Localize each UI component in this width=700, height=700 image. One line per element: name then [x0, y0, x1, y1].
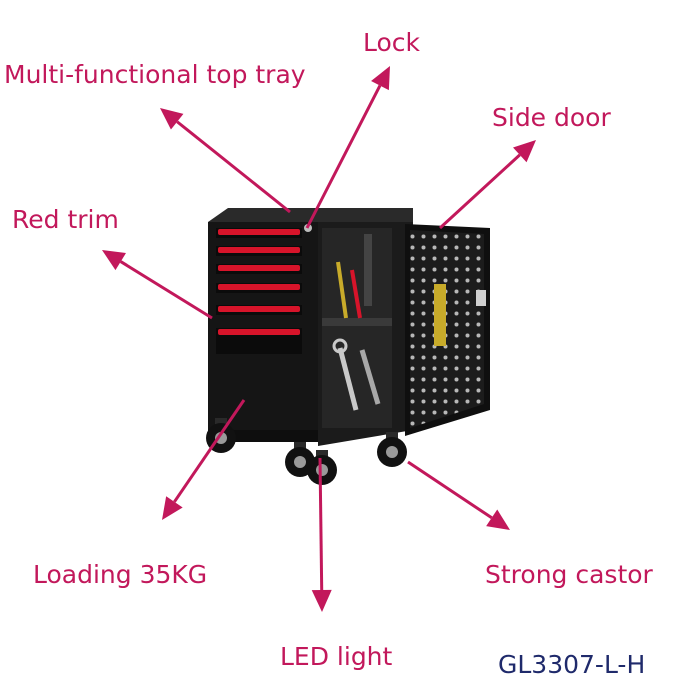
drawer-stack	[216, 228, 302, 354]
drawer-red-trim	[218, 329, 300, 335]
side-door	[405, 224, 490, 436]
drawer-red-trim	[218, 306, 300, 312]
drawer-red-trim	[218, 265, 300, 271]
arrow-side-door	[438, 140, 536, 230]
callout-top-tray: Multi-functional top tray	[4, 60, 306, 89]
arrow-strong-castor	[407, 460, 510, 530]
callout-strong-castor: Strong castor	[485, 560, 653, 589]
drawer-red-trim	[218, 247, 300, 253]
arrow-lock	[305, 66, 390, 229]
cabinet-interior	[322, 228, 392, 428]
drawer-red-trim	[218, 284, 300, 290]
arrow-top-tray	[160, 108, 291, 214]
arrow-led-light	[311, 457, 332, 612]
hand-tools	[332, 261, 381, 411]
drawer-red-trim	[218, 229, 300, 235]
callout-side-door: Side door	[492, 103, 611, 132]
callout-red-trim: Red trim	[12, 205, 119, 234]
callout-lock: Lock	[363, 28, 421, 57]
callout-arrows	[102, 66, 536, 612]
arrow-loading	[162, 399, 246, 520]
callout-loading: Loading 35KG	[33, 560, 208, 589]
arrow-red-trim	[102, 250, 213, 320]
model-number: GL3307-L-H	[498, 650, 646, 679]
callout-led-light: LED light	[280, 642, 393, 671]
